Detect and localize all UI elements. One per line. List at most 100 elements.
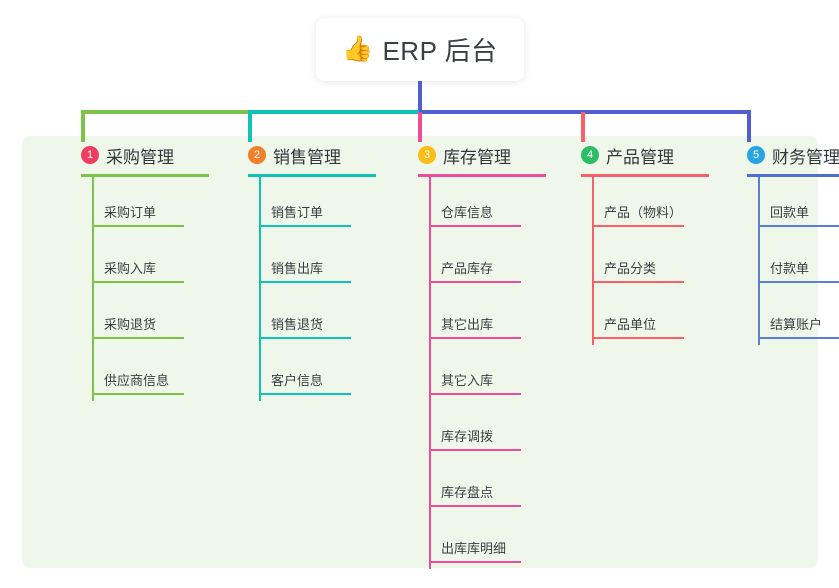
branch-title-finance: 财务管理: [772, 147, 839, 167]
branch-badge-sales: 2: [248, 146, 266, 164]
branch-items-finance: 回款单付款单结算账户: [727, 177, 839, 345]
leaf-item-label: 回款单: [770, 205, 810, 220]
leaf-item-label: 出库库明细: [441, 541, 507, 556]
leaf-item-rule: [758, 281, 839, 283]
leaf-item-rule: [259, 337, 351, 339]
leaf-item-label: 销售退货: [271, 317, 324, 332]
leaf-item[interactable]: 产品分类: [561, 233, 721, 289]
page-title: ERP 后台: [382, 36, 498, 66]
leaf-item[interactable]: 产品单位: [561, 289, 721, 345]
leaf-item[interactable]: 销售出库: [228, 233, 388, 289]
leaf-item-rule: [592, 225, 684, 227]
branch-column-sales: 2 销售管理销售订单销售出库销售退货客户信息: [228, 136, 388, 401]
leaf-item-rule: [92, 281, 184, 283]
leaf-item-label: 采购退货: [104, 317, 157, 332]
leaf-item-rule: [429, 281, 521, 283]
leaf-item-rule: [429, 505, 521, 507]
branch-header-rule-purchasing: [81, 174, 209, 177]
leaf-item[interactable]: 销售订单: [228, 177, 388, 233]
branch-spine-product: [592, 177, 594, 345]
branch-header-sales[interactable]: 2 销售管理: [228, 136, 388, 174]
branch-columns: 1 采购管理采购订单采购入库采购退货供应商信息 2 销售管理销售订单销售出库销售退货客…: [22, 136, 839, 569]
leaf-item[interactable]: 仓库信息: [398, 177, 558, 233]
leaf-item-label: 产品单位: [604, 317, 657, 332]
leaf-item-label: 其它出库: [441, 317, 494, 332]
leaf-item[interactable]: 其它出库: [398, 289, 558, 345]
branch-column-finance: 5 财务管理回款单付款单结算账户: [727, 136, 839, 345]
leaf-item[interactable]: 库存调拨: [398, 401, 558, 457]
branch-badge-purchasing: 1: [81, 146, 99, 164]
leaf-item[interactable]: 付款单: [727, 233, 839, 289]
leaf-item-rule: [92, 225, 184, 227]
branch-spine-sales: [259, 177, 261, 401]
branch-badge-product: 4: [581, 146, 599, 164]
branch-items-product: 产品（物料） 产品分类产品单位: [561, 177, 721, 345]
leaf-item-label: 库存调拨: [441, 429, 494, 444]
leaf-item-label: 产品（物料）: [604, 205, 683, 220]
branch-header-finance[interactable]: 5 财务管理: [727, 136, 839, 174]
leaf-item-label: 付款单: [770, 261, 810, 276]
leaf-item-label: 客户信息: [271, 373, 324, 388]
leaf-item[interactable]: 库存盘点: [398, 457, 558, 513]
leaf-item-label: 结算账户: [770, 317, 823, 332]
leaf-item[interactable]: 产品（物料）: [561, 177, 721, 233]
branch-header-rule-inventory: [418, 174, 546, 177]
branch-header-purchasing[interactable]: 1 采购管理: [61, 136, 221, 174]
leaf-item-rule: [429, 449, 521, 451]
branch-spine-finance: [758, 177, 760, 345]
branch-column-product: 4 产品管理产品（物料） 产品分类产品单位: [561, 136, 721, 345]
branch-header-rule-finance: [747, 174, 839, 177]
leaf-item-label: 仓库信息: [441, 205, 494, 220]
branch-title-purchasing: 采购管理: [106, 147, 174, 167]
branch-items-purchasing: 采购订单采购入库采购退货供应商信息: [61, 177, 221, 401]
branch-badge-inventory: 3: [418, 146, 436, 164]
branch-title-sales: 销售管理: [273, 147, 341, 167]
branch-header-product[interactable]: 4 产品管理: [561, 136, 721, 174]
leaf-item-rule: [429, 393, 521, 395]
thumbs-up-icon: 👍: [342, 35, 374, 63]
leaf-item-rule: [429, 225, 521, 227]
leaf-item[interactable]: 其它入库: [398, 345, 558, 401]
leaf-item-label: 采购订单: [104, 205, 157, 220]
leaf-item[interactable]: 回款单: [727, 177, 839, 233]
leaf-item-label: 库存盘点: [441, 485, 494, 500]
leaf-item-label: 产品分类: [604, 261, 657, 276]
leaf-item[interactable]: 采购退货: [61, 289, 221, 345]
branch-column-purchasing: 1 采购管理采购订单采购入库采购退货供应商信息: [61, 136, 221, 401]
leaf-item-rule: [429, 337, 521, 339]
leaf-item-rule: [429, 561, 521, 563]
leaf-item[interactable]: 结算账户: [727, 289, 839, 345]
leaf-item[interactable]: 采购订单: [61, 177, 221, 233]
leaf-item-label: 销售出库: [271, 261, 324, 276]
branch-title-product: 产品管理: [606, 147, 674, 167]
leaf-item-rule: [758, 225, 839, 227]
leaf-item-label: 供应商信息: [104, 373, 170, 388]
root-title-card[interactable]: 👍 ERP 后台: [316, 18, 524, 81]
leaf-item[interactable]: 客户信息: [228, 345, 388, 401]
leaf-item-rule: [592, 281, 684, 283]
leaf-item-rule: [92, 337, 184, 339]
branch-badge-finance: 5: [747, 146, 765, 164]
leaf-item-rule: [758, 337, 839, 339]
branch-header-rule-sales: [248, 174, 376, 177]
leaf-item-label: 其它入库: [441, 373, 494, 388]
branch-items-sales: 销售订单销售出库销售退货客户信息: [228, 177, 388, 401]
branch-header-rule-product: [581, 174, 709, 177]
leaf-item-rule: [259, 393, 351, 395]
leaf-item[interactable]: 供应商信息: [61, 345, 221, 401]
branch-spine-purchasing: [92, 177, 94, 401]
branches-panel: [22, 136, 818, 568]
branch-title-inventory: 库存管理: [443, 147, 511, 167]
branch-header-inventory[interactable]: 3 库存管理: [398, 136, 558, 174]
leaf-item-rule: [259, 281, 351, 283]
leaf-item-label: 销售订单: [271, 205, 324, 220]
branch-items-inventory: 仓库信息产品库存其它出库其它入库库存调拨库存盘点出库库明细: [398, 177, 558, 569]
leaf-item-rule: [592, 337, 684, 339]
leaf-item[interactable]: 出库库明细: [398, 513, 558, 569]
leaf-item[interactable]: 采购入库: [61, 233, 221, 289]
leaf-item[interactable]: 销售退货: [228, 289, 388, 345]
leaf-item-rule: [259, 225, 351, 227]
leaf-item[interactable]: 产品库存: [398, 233, 558, 289]
branch-column-inventory: 3 库存管理仓库信息产品库存其它出库其它入库库存调拨库存盘点出库库明细: [398, 136, 558, 569]
